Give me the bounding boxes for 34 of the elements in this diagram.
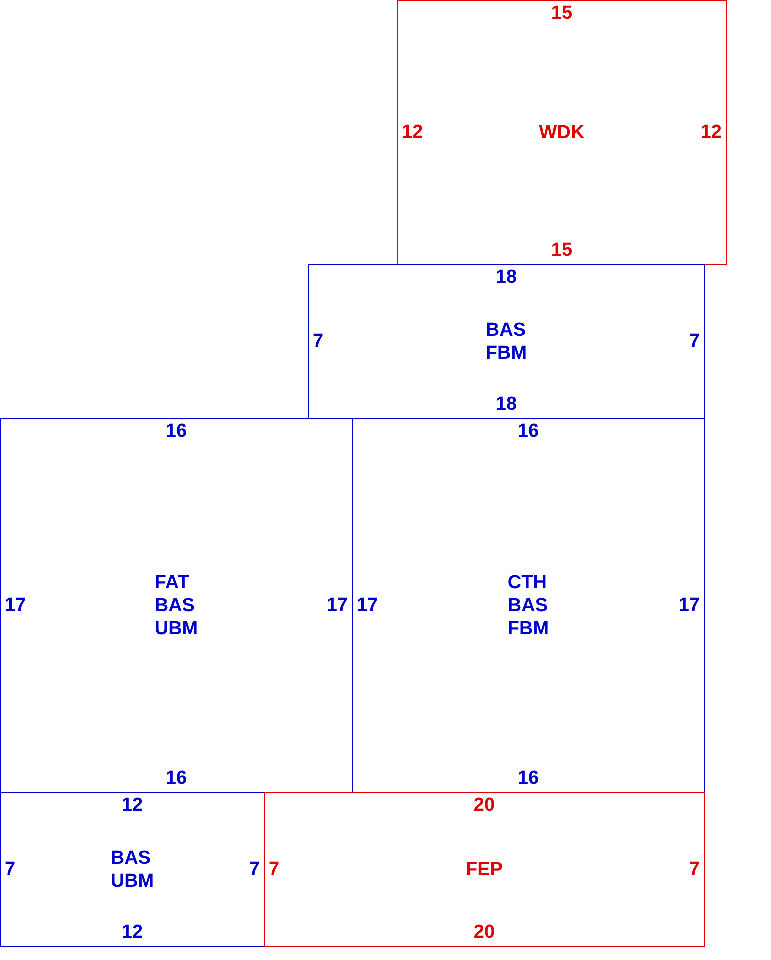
- room-label: BAS FBM: [486, 318, 528, 364]
- dimension-label: 7: [249, 858, 260, 880]
- dimension-label: 12: [122, 795, 144, 817]
- dimension-label: 7: [5, 858, 16, 880]
- dimension-label: 16: [518, 768, 540, 790]
- dimension-label: 17: [678, 594, 700, 616]
- room-label: WDK: [539, 121, 585, 144]
- dimension-label: 17: [357, 594, 378, 616]
- dimension-label: 15: [551, 3, 573, 25]
- dimension-label: 17: [326, 594, 348, 616]
- dimension-label: 16: [166, 768, 188, 790]
- dimension-label: 20: [474, 795, 496, 817]
- room-label: FAT BAS UBM: [154, 571, 198, 640]
- room-outline: [308, 264, 705, 419]
- dimension-label: 16: [166, 421, 188, 443]
- room-label: CTH BAS FBM: [508, 571, 550, 640]
- dimension-label: 12: [122, 922, 144, 944]
- dimension-label: 18: [496, 267, 518, 289]
- room-outline: [0, 792, 265, 947]
- dimension-label: 7: [269, 858, 280, 880]
- dimension-label: 12: [402, 122, 424, 144]
- room-label: FEP: [466, 858, 503, 881]
- room-outline: [264, 792, 705, 947]
- dimension-label: 7: [689, 330, 700, 352]
- dimension-label: 15: [551, 240, 573, 262]
- room-label: BAS UBM: [110, 846, 154, 892]
- dimension-label: 17: [5, 594, 26, 616]
- room-outline: [397, 0, 727, 265]
- dimension-label: 7: [313, 330, 324, 352]
- dimension-label: 16: [518, 421, 540, 443]
- dimension-label: 7: [689, 858, 700, 880]
- dimension-label: 20: [474, 922, 496, 944]
- dimension-label: 12: [700, 122, 722, 144]
- dimension-label: 18: [496, 394, 518, 416]
